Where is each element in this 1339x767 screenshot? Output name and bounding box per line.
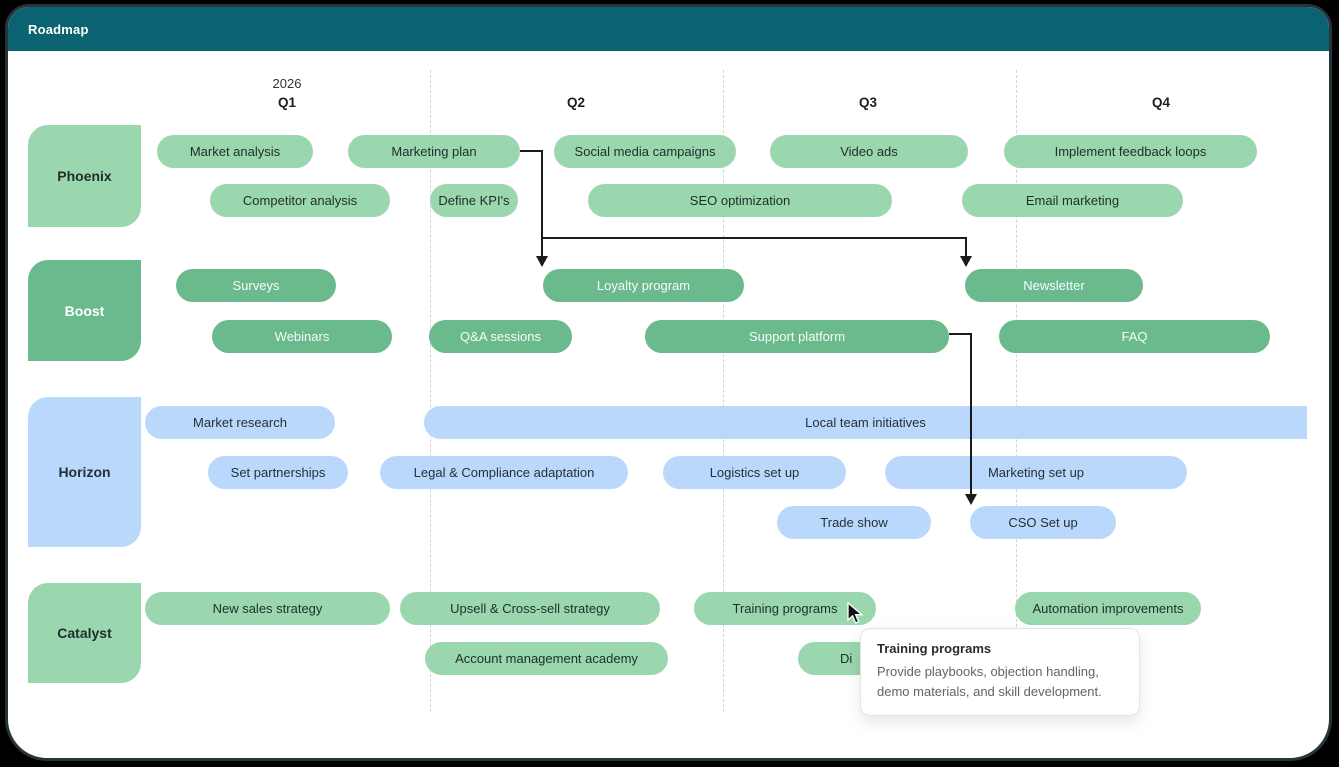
quarter-label-q4: Q4 [1151,95,1170,110]
lane-label-phoenix: Phoenix [28,125,141,227]
lane-label-horizon: Horizon [28,397,141,547]
task-pill-local-team-initiatives[interactable]: Local team initiatives [424,406,1307,439]
timeline-q2: Q2 [516,76,636,110]
timeline-q3: Q3 [808,76,928,110]
task-pill-social-media-campaigns[interactable]: Social media campaigns [554,135,736,168]
task-pill-surveys[interactable]: Surveys [176,269,336,302]
timeline-year: 2026 [272,76,302,91]
task-pill-video-ads[interactable]: Video ads [770,135,968,168]
task-pill-implement-feedback-loops[interactable]: Implement feedback loops [1004,135,1257,168]
task-pill-faq[interactable]: FAQ [999,320,1270,353]
quarter-divider-q3-q4 [1016,70,1017,712]
task-pill-training-programs[interactable]: Training programs [694,592,876,625]
lane-label-catalyst: Catalyst [28,583,141,683]
task-pill-loyalty-program[interactable]: Loyalty program [543,269,744,302]
task-pill-upsell-cross-sell[interactable]: Upsell & Cross-sell strategy [400,592,660,625]
task-pill-new-sales-strategy[interactable]: New sales strategy [145,592,390,625]
tooltip-body: Provide playbooks, objection handling, d… [877,664,1102,700]
timeline-q4: Q4 [1101,76,1221,110]
task-pill-logistics-set-up[interactable]: Logistics set up [663,456,846,489]
quarter-divider-q1-q2 [430,70,431,712]
quarter-label-q2: Q2 [566,95,585,110]
task-pill-email-marketing[interactable]: Email marketing [962,184,1183,217]
task-pill-market-research[interactable]: Market research [145,406,335,439]
task-pill-legal-compliance[interactable]: Legal & Compliance adaptation [380,456,628,489]
task-pill-marketing-plan[interactable]: Marketing plan [348,135,520,168]
quarter-label-q3: Q3 [858,95,877,110]
task-pill-qa-sessions[interactable]: Q&A sessions [429,320,572,353]
task-pill-support-platform[interactable]: Support platform [645,320,949,353]
quarter-label-q1: Q1 [277,95,296,110]
title-bar: Roadmap [8,7,1329,51]
task-pill-account-management-academy[interactable]: Account management academy [425,642,668,675]
roadmap-window: Roadmap [5,4,1332,761]
lane-label-boost: Boost [28,260,141,361]
task-tooltip: Training programs Provide playbooks, obj… [860,628,1140,717]
task-pill-newsletter[interactable]: Newsletter [965,269,1143,302]
task-pill-define-kpis[interactable]: Define KPI's [430,184,518,217]
task-pill-trade-show[interactable]: Trade show [777,506,931,539]
task-pill-seo-optimization[interactable]: SEO optimization [588,184,892,217]
tooltip-title: Training programs [877,641,992,656]
task-pill-automation-improvements[interactable]: Automation improvements [1015,592,1201,625]
task-pill-set-partnerships[interactable]: Set partnerships [208,456,348,489]
task-pill-marketing-set-up[interactable]: Marketing set up [885,456,1187,489]
task-pill-webinars[interactable]: Webinars [212,320,392,353]
task-pill-competitor-analysis[interactable]: Competitor analysis [210,184,390,217]
task-pill-market-analysis[interactable]: Market analysis [157,135,313,168]
window-title: Roadmap [28,21,89,37]
quarter-divider-q2-q3 [723,70,724,712]
timeline-q1: 2026 Q1 [227,76,347,110]
task-pill-cso-set-up[interactable]: CSO Set up [970,506,1116,539]
